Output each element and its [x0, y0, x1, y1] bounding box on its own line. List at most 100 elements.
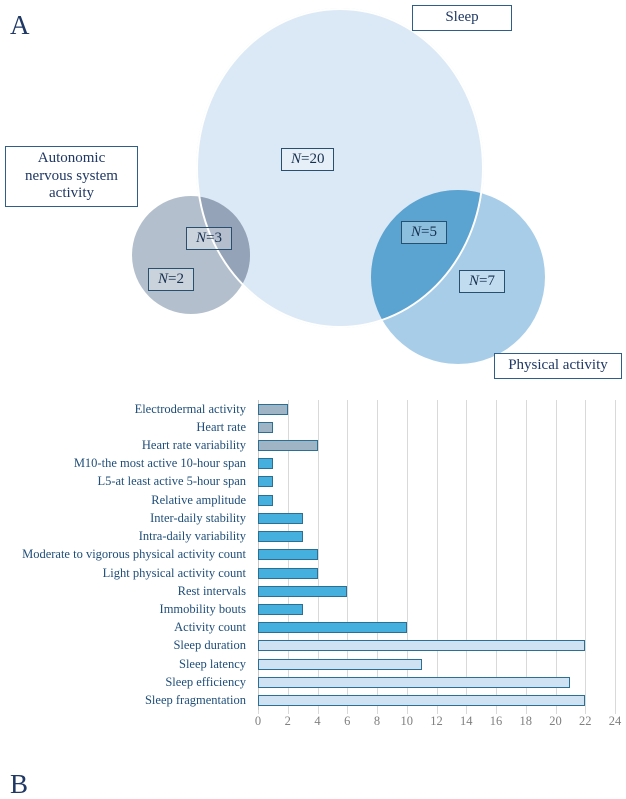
gridline — [436, 400, 438, 710]
bar-chart-row — [258, 582, 615, 600]
bar — [258, 494, 273, 506]
venn-count-value: 3 — [214, 230, 222, 246]
bar-chart-row — [258, 637, 615, 655]
bar-chart-category-label: M10-the most active 10-hour span — [73, 456, 246, 471]
bar — [258, 585, 348, 597]
venn-overlap-physical-activity-sleep — [371, 190, 545, 364]
bar — [258, 622, 407, 634]
x-tick-mark — [287, 710, 289, 714]
gridline — [585, 400, 587, 710]
bar-chart-category-label: Relative amplitude — [151, 492, 246, 507]
bar-chart-category-label: Rest intervals — [177, 583, 246, 598]
venn-count-value: 7 — [487, 273, 495, 289]
bar-chart-plot-area — [258, 400, 616, 710]
x-tick-label: 12 — [430, 714, 443, 728]
venn-count-eq: = — [168, 271, 177, 287]
bar-chart-row — [258, 600, 615, 618]
bar — [258, 458, 273, 470]
x-tick-mark — [496, 710, 497, 714]
venn-count-physical-activity-only: N=7 — [459, 270, 505, 293]
bar — [258, 440, 318, 452]
bar-chart-row — [258, 509, 615, 527]
x-tick-label: 24 — [608, 714, 622, 728]
bar-chart-category-label: Intra-daily variability — [138, 529, 246, 544]
x-tick-label: 6 — [344, 714, 351, 728]
bar — [258, 549, 318, 561]
bar — [258, 476, 273, 488]
bar — [258, 421, 273, 433]
venn-stage: Sleep Autonomic nervous system activity … — [0, 0, 626, 390]
bar-chart-row — [258, 491, 615, 509]
gridline — [317, 400, 319, 710]
bar-chart-category-label: Light physical activity count — [102, 565, 246, 580]
bar-chart-category-label: L5-at least active 5-hour span — [97, 474, 246, 489]
venn-overlap-ans-sleep — [132, 196, 250, 314]
x-tick-label: 10 — [400, 714, 414, 728]
panel-b-letter: B — [10, 769, 29, 799]
gridline — [347, 400, 349, 710]
gridline — [555, 400, 557, 710]
venn-count-symbol: N — [411, 224, 422, 240]
bar — [258, 604, 303, 616]
bar-chart-category-label: Sleep latency — [179, 656, 246, 671]
gridline — [377, 400, 378, 710]
gridline — [406, 400, 408, 710]
venn-count-eq: = — [206, 230, 215, 246]
x-tick-label: 14 — [460, 714, 473, 728]
x-tick-label: 8 — [373, 714, 381, 728]
venn-count-value: 5 — [429, 224, 437, 240]
bar-chart-category-label: Immobility bouts — [159, 602, 246, 617]
gridline — [496, 400, 497, 710]
bar — [258, 676, 571, 688]
bar-chart-category-label: Moderate to vigorous physical activity c… — [22, 547, 246, 562]
bar-chart-row — [258, 455, 615, 473]
bar-chart-row — [258, 546, 615, 564]
x-tick-label: 22 — [579, 714, 592, 728]
venn-count-value: 20 — [309, 151, 325, 167]
venn-count-eq: = — [479, 273, 488, 289]
x-tick-label: 20 — [549, 714, 562, 728]
bar-chart-row — [258, 436, 615, 454]
gridline — [466, 400, 468, 710]
bar-chart-row — [258, 528, 615, 546]
x-tick-mark — [585, 710, 587, 714]
x-tick-label: 18 — [519, 714, 533, 728]
x-tick-mark — [436, 710, 438, 714]
venn-count-symbol: N — [291, 151, 302, 167]
bar-chart-row — [258, 564, 615, 582]
bar-chart-category-label: Sleep efficiency — [165, 674, 246, 689]
venn-count-eq: = — [421, 224, 430, 240]
bar-chart-category-label: Heart rate — [196, 419, 246, 434]
x-tick-mark — [466, 710, 468, 714]
bar-chart-category-label: Inter-daily stability — [150, 510, 246, 525]
bar — [258, 695, 586, 707]
gridline — [615, 400, 616, 710]
bar-chart-row — [258, 619, 615, 637]
bar-chart-row — [258, 673, 615, 691]
bar-chart-row — [258, 692, 615, 710]
bar-chart-row — [258, 400, 615, 418]
bar — [258, 658, 422, 670]
venn-label-autonomic-nervous-system: Autonomic nervous system activity — [5, 146, 138, 208]
x-tick-label: 2 — [284, 714, 291, 728]
bar-chart-row — [258, 655, 615, 673]
x-tick-mark — [406, 710, 408, 714]
x-tick-mark — [555, 710, 557, 714]
bar — [258, 403, 288, 415]
x-tick-mark — [258, 710, 259, 714]
panel-a-venn-diagram: A Sleep Autonomic nervous system activit… — [0, 0, 626, 390]
bar — [258, 640, 586, 652]
bar-chart-category-label: Electrodermal activity — [134, 401, 246, 416]
bar — [258, 531, 303, 543]
venn-count-sleep-only: N=20 — [281, 148, 335, 171]
venn-count-physical-activity-sleep: N=5 — [401, 221, 447, 244]
x-tick-mark — [347, 710, 349, 714]
venn-count-ans-sleep: N=3 — [186, 227, 232, 250]
x-tick-label: 4 — [314, 714, 321, 728]
bar-chart-row — [258, 473, 615, 491]
venn-count-value: 2 — [176, 271, 184, 287]
bar-chart-row — [258, 418, 615, 436]
